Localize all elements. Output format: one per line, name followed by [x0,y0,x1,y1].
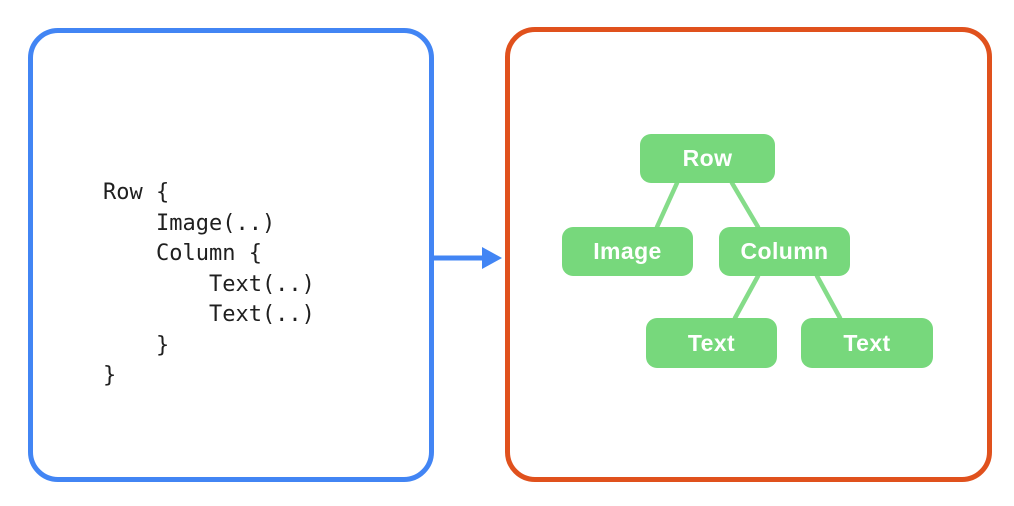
tree-edge-column-text1 [732,273,761,321]
tree-node-row: Row [640,134,775,183]
ui-tree-panel: Row Image Column Text Text [505,27,992,482]
tree-edge-row-column [729,180,761,230]
code-line: Row { [103,180,170,205]
code-panel [28,28,434,482]
code-line: Text(..) [103,271,315,297]
code-line: Image(..) [103,210,276,236]
tree-edge-column-text2 [814,273,843,321]
code-line: } [103,332,170,358]
tree-edges [654,180,843,321]
tree-node-column: Column [719,227,850,276]
code-line: } [103,363,117,388]
ui-tree: Row Image Column Text Text [505,27,992,482]
code-line: Text(..) [103,302,315,327]
right-arrow-icon [434,247,502,269]
code-block: Row { Image(..) Column { Text(..) Text(.… [103,178,315,392]
tree-node-image: Image [562,227,693,276]
tree-edge-row-image [654,180,680,230]
code-line: Column { [103,241,262,266]
tree-node-text-1: Text [646,318,777,368]
tree-node-text-2: Text [801,318,933,368]
